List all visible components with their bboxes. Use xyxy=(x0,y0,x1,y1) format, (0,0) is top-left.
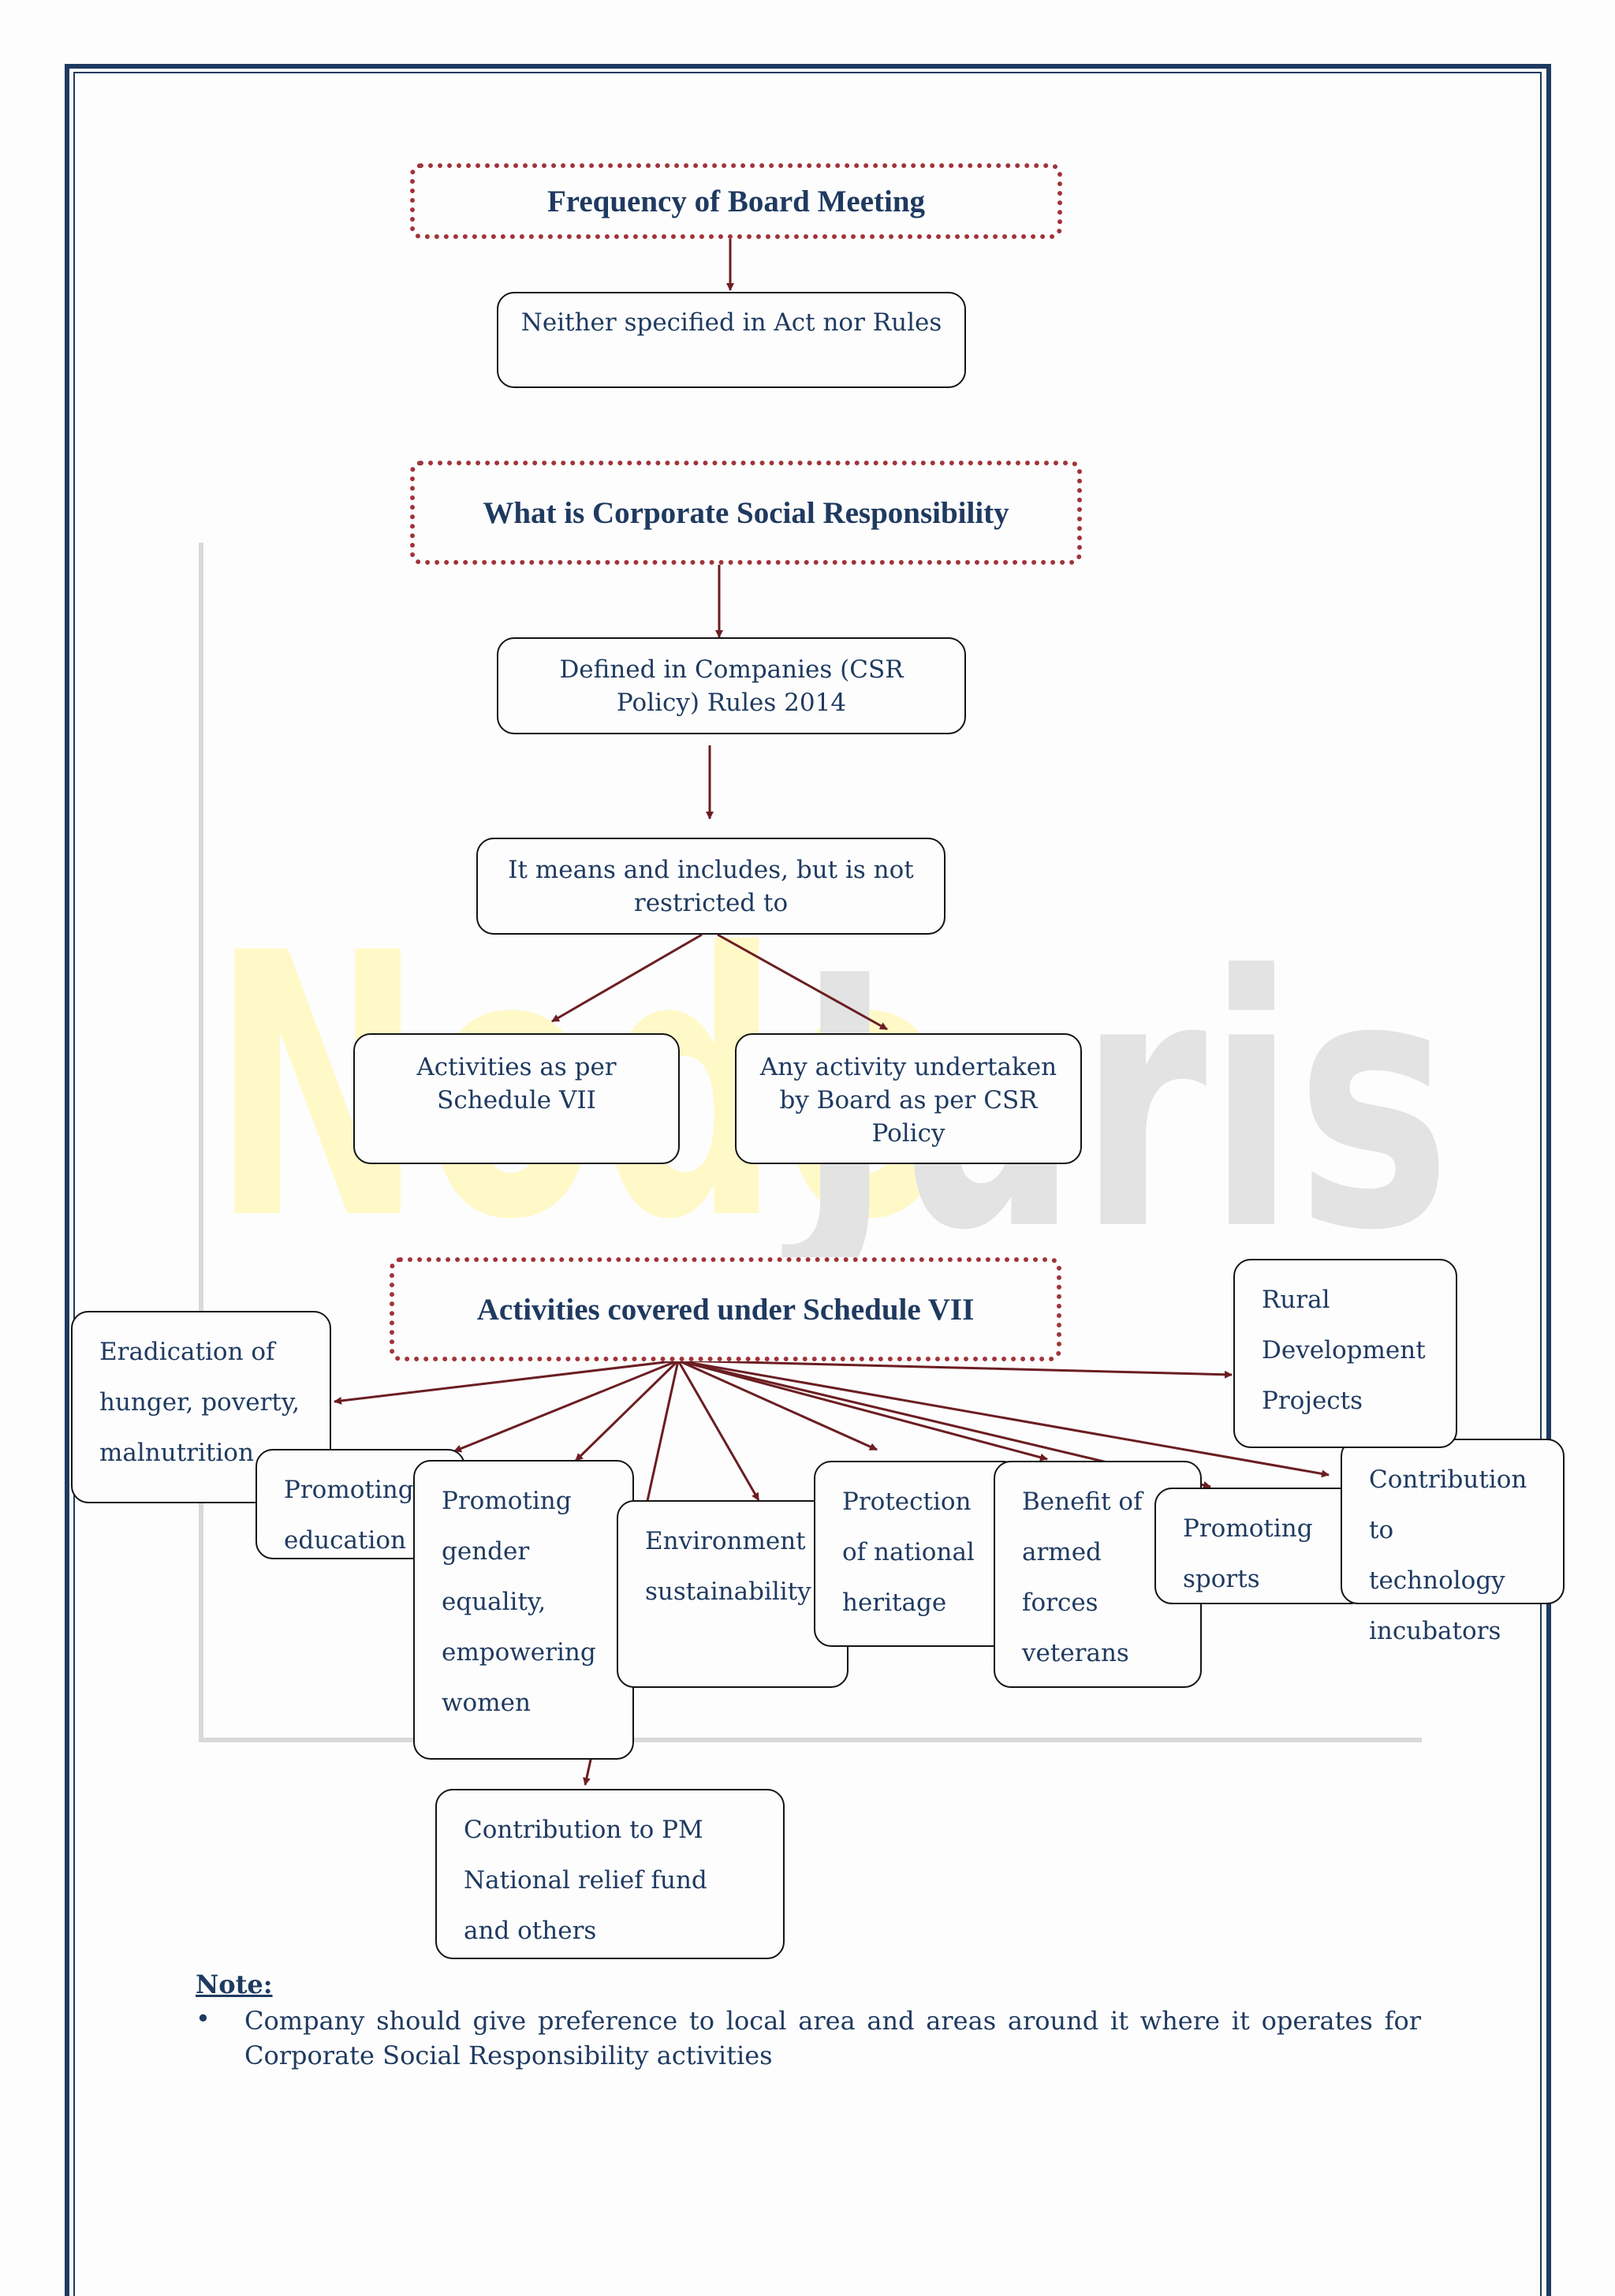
box-contribution-pm-relief-fund: Contribution to PM National relief fund … xyxy=(435,1789,785,1959)
box-contribution-technology-incubators: Contribution to technology incubators xyxy=(1341,1439,1565,1645)
note-item: Company should give preference to local … xyxy=(244,2006,1421,2070)
box-environment-sustainability: Environment sustainability xyxy=(617,1500,849,1688)
header-frequency-of-board-meeting: Frequency of Board Meeting xyxy=(410,163,1062,239)
arrow-means-to-schedule xyxy=(551,933,703,1023)
box-promoting-gender-equality: Promoting gender equality, empowering wo… xyxy=(413,1460,634,1760)
arrow-means-to-board xyxy=(717,933,888,1031)
header-activities-schedule-vii: Activities covered under Schedule VII xyxy=(390,1257,1061,1361)
box-any-activity-board: Any activity undertaken by Board as per … xyxy=(735,1033,1082,1164)
note-bullet: • xyxy=(196,2003,211,2033)
arrow-to-heritage xyxy=(677,1359,878,1451)
arrow-to-education xyxy=(453,1359,679,1453)
box-rural-development-projects: Rural Development Projects xyxy=(1233,1259,1457,1448)
page-border xyxy=(65,64,1551,2296)
arrow-to-armed xyxy=(677,1359,1048,1462)
box-defined-in-companies: Defined in Companies (CSR Policy) Rules … xyxy=(497,637,966,734)
page-border-inner xyxy=(73,72,1542,2296)
arrow-to-rural xyxy=(677,1359,1233,1379)
header-what-is-csr: What is Corporate Social Responsibility xyxy=(410,461,1082,565)
background-frame xyxy=(199,543,1422,1742)
note-title: Note: xyxy=(196,1969,273,1999)
box-activities-schedule-vii: Activities as per Schedule VII xyxy=(353,1033,680,1164)
arrow-to-eradication xyxy=(334,1359,679,1405)
box-means-and-includes: It means and includes, but is not restri… xyxy=(476,838,946,935)
arrow-to-environment xyxy=(677,1360,760,1501)
box-promoting-sports: Promoting sports xyxy=(1154,1488,1367,1604)
arrow-to-gender xyxy=(574,1359,680,1462)
box-protection-of-national-heritage: Protection of national heritage xyxy=(814,1461,1020,1647)
box-neither-specified: Neither specified in Act nor Rules xyxy=(497,292,966,388)
arrow-to-technology xyxy=(677,1359,1330,1478)
